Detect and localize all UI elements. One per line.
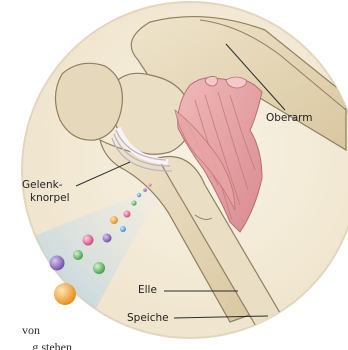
olecranon bbox=[55, 63, 122, 140]
particle-sphere bbox=[137, 193, 141, 197]
particle-sphere bbox=[143, 188, 147, 192]
particle-sphere bbox=[120, 226, 126, 232]
particle-sphere bbox=[73, 250, 83, 260]
label-speiche: Speiche bbox=[127, 312, 169, 325]
particle-sphere bbox=[83, 235, 94, 246]
label-elle: Elle bbox=[138, 284, 157, 297]
particle-sphere bbox=[103, 234, 112, 243]
particle-sphere bbox=[131, 200, 136, 205]
label-gelenkknorpel-line2: knorpel bbox=[30, 192, 70, 205]
particle-sphere bbox=[149, 184, 152, 187]
page-text-fragment-2: g stehen bbox=[0, 340, 72, 350]
particle-sphere bbox=[124, 211, 131, 218]
particle-sphere bbox=[93, 262, 105, 274]
particle-sphere bbox=[110, 216, 118, 224]
label-gelenkknorpel-line1: Gelenk- bbox=[22, 179, 63, 192]
particle-sphere bbox=[54, 283, 76, 305]
label-oberarm: Oberarm bbox=[266, 112, 313, 125]
particle-sphere bbox=[50, 256, 65, 271]
page-text-fragment-1: von bbox=[0, 323, 40, 337]
